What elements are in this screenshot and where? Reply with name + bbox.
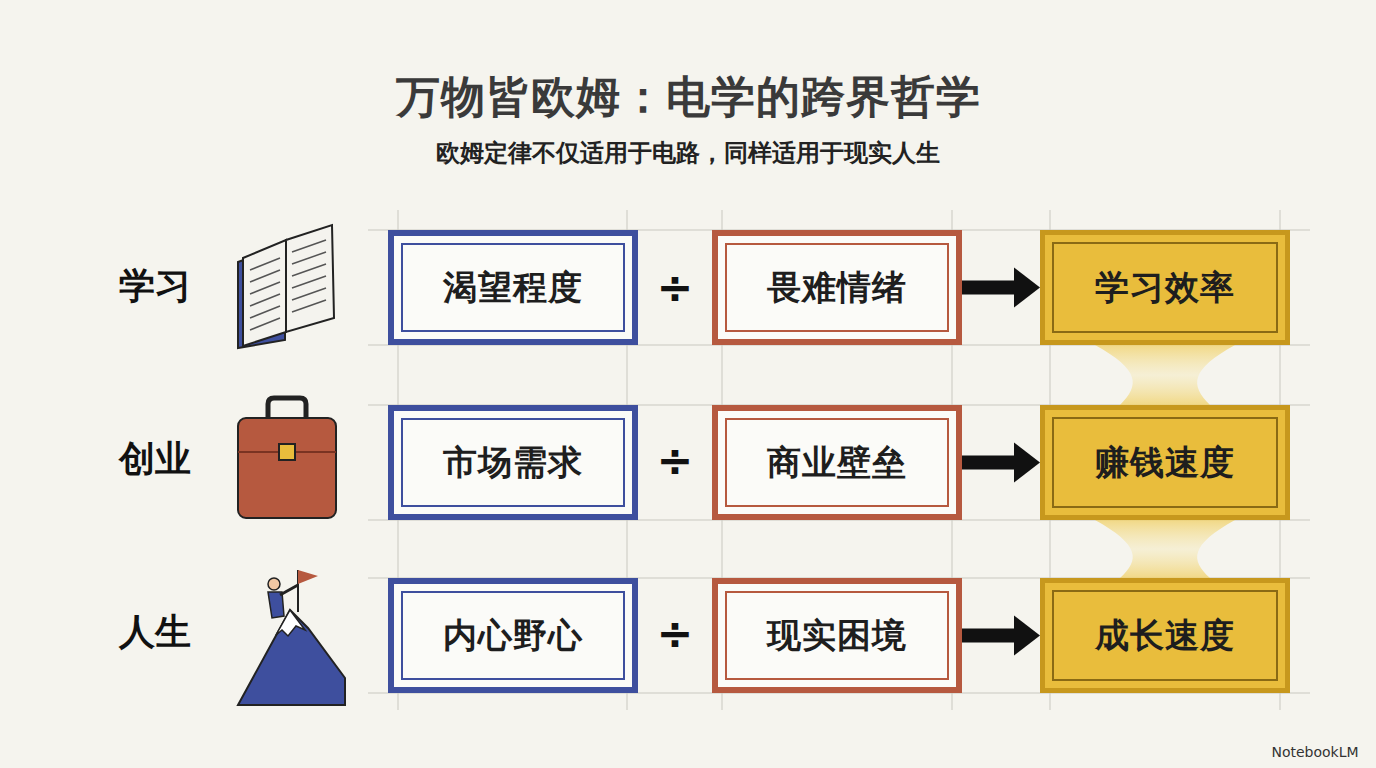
box-text: 市场需求: [443, 440, 583, 486]
divisor-box: 现实困境: [712, 578, 962, 693]
box-text: 商业壁垒: [767, 440, 907, 486]
arrow-shaft: [962, 281, 1018, 295]
divisor-box: 商业壁垒: [712, 405, 962, 520]
result-box: 成长速度: [1040, 578, 1290, 693]
arrow-head: [1014, 443, 1040, 483]
box-text: 内心野心: [443, 613, 583, 659]
diagram-title: 万物皆欧姆：电学的跨界哲学: [0, 68, 1376, 127]
numerator-box: 内心野心: [388, 578, 638, 693]
box-text: 畏难情绪: [767, 265, 907, 311]
arrow-head: [1014, 616, 1040, 656]
divide-sign: ÷: [650, 608, 700, 659]
divide-sign: ÷: [650, 262, 700, 313]
watermark: NotebookLM: [1260, 744, 1370, 760]
briefcase-icon: [238, 398, 336, 518]
arrow-shaft: [962, 456, 1018, 470]
row-label: 创业: [100, 435, 210, 484]
row-label: 学习: [100, 262, 210, 311]
diagram-subtitle: 欧姆定律不仅适用于电路，同样适用于现实人生: [0, 137, 1376, 169]
glow-funnel: [1095, 520, 1235, 578]
book-icon: [238, 225, 334, 348]
numerator-box: 渴望程度: [388, 230, 638, 345]
grid-lines: [368, 210, 1310, 710]
arrow-connector: [962, 443, 1040, 483]
box-text: 成长速度: [1095, 613, 1235, 659]
divisor-box: 畏难情绪: [712, 230, 962, 345]
result-box: 赚钱速度: [1040, 405, 1290, 520]
arrow-connector: [962, 268, 1040, 308]
box-text: 学习效率: [1095, 265, 1235, 311]
row-label: 人生: [100, 608, 210, 657]
divide-sign: ÷: [650, 435, 700, 486]
box-text: 赚钱速度: [1095, 440, 1235, 486]
result-box: 学习效率: [1040, 230, 1290, 345]
numerator-box: 市场需求: [388, 405, 638, 520]
mountain-icon: [238, 570, 345, 705]
box-text: 现实困境: [767, 613, 907, 659]
box-text: 渴望程度: [443, 265, 583, 311]
arrow-connector: [962, 616, 1040, 656]
arrow-shaft: [962, 629, 1018, 643]
glow-funnel: [1095, 345, 1235, 405]
arrow-head: [1014, 268, 1040, 308]
